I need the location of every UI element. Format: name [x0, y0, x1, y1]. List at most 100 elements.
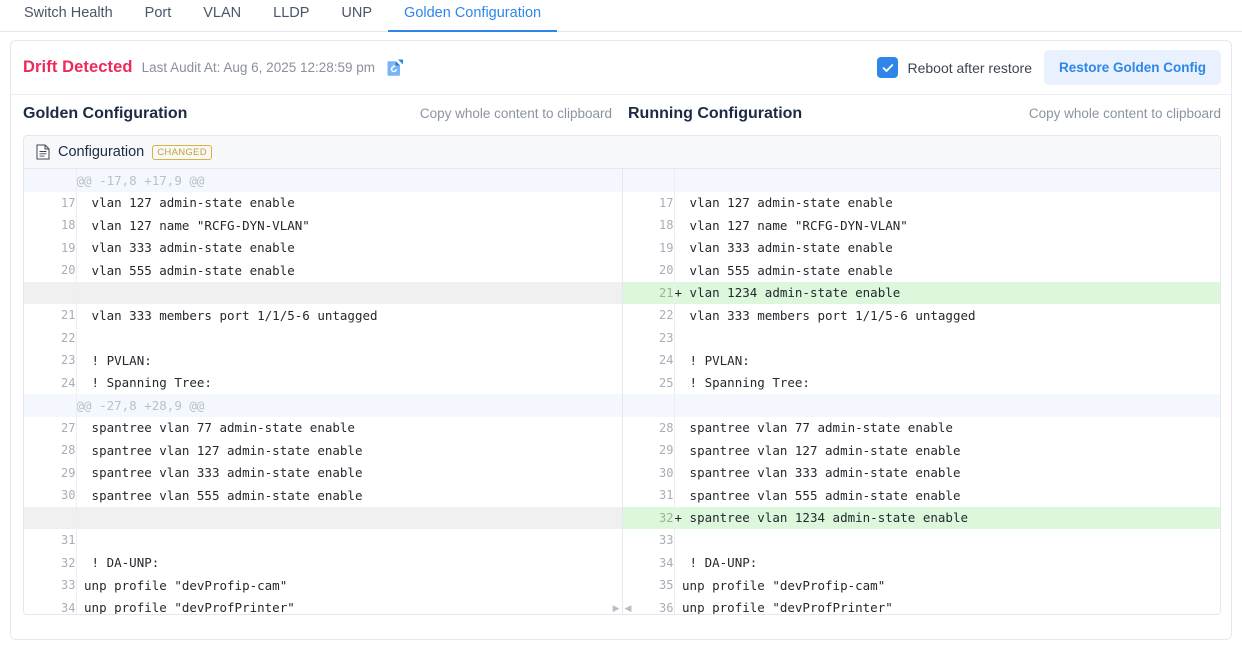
left-line-number: 32	[24, 551, 77, 574]
left-code-cell: spantree vlan 77 admin-state enable	[76, 416, 623, 439]
arrow-right-icon: ▶	[612, 603, 620, 613]
split-resize-handle[interactable]: ▶ ◀	[613, 604, 632, 613]
left-line-number	[24, 394, 77, 417]
left-code-cell	[76, 529, 623, 552]
left-line-number: 28	[24, 439, 77, 462]
left-code-cell: spantree vlan 333 admin-state enable	[76, 461, 623, 484]
left-code-cell: ! DA-UNP:	[76, 551, 623, 574]
right-code-cell: ! PVLAN:	[674, 349, 1220, 372]
right-line-number: 24	[621, 349, 675, 372]
diff-context-row: 34 unp profile "devProfPrinter"36 unp pr…	[24, 596, 1220, 614]
right-line-number: 22	[621, 304, 675, 327]
drift-detected-label: Drift Detected	[23, 58, 133, 76]
diff-hunk-header-row: @@ -17,8 +17,9 @@	[24, 169, 1220, 192]
left-line-number: 18	[24, 214, 77, 237]
right-line-number: 21	[621, 281, 675, 304]
reboot-after-restore-label: Reboot after restore	[907, 59, 1032, 76]
left-line-number: 33	[24, 574, 77, 597]
right-line-number	[621, 394, 675, 417]
diff-file-header: Configuration CHANGED	[24, 136, 1220, 169]
right-code-cell: vlan 333 admin-state enable	[674, 236, 1220, 259]
left-code-cell: ! PVLAN:	[76, 349, 623, 372]
drift-status-bar: Drift Detected Last Audit At: Aug 6, 202…	[11, 41, 1231, 95]
right-code-cell: + vlan 1234 admin-state enable	[674, 281, 1220, 304]
diff-scroll-region[interactable]: @@ -17,8 +17,9 @@17 vlan 127 admin-state…	[24, 169, 1220, 614]
right-line-number: 36	[621, 596, 675, 614]
tab-golden-configuration[interactable]: Golden Configuration	[388, 1, 558, 32]
golden-configuration-card: Drift Detected Last Audit At: Aug 6, 202…	[10, 40, 1232, 640]
left-code-cell	[76, 506, 623, 529]
right-code-cell: vlan 127 admin-state enable	[674, 191, 1220, 214]
right-line-number: 17	[621, 191, 675, 214]
tab-unp[interactable]: UNP	[341, 5, 373, 21]
tab-lldp[interactable]: LLDP	[273, 5, 310, 21]
running-config-title: Running Configuration	[628, 105, 803, 122]
right-code-cell: unp profile "devProfip-cam"	[674, 574, 1220, 597]
diff-viewer: Configuration CHANGED @@ -17,8 +17,9 @@1…	[23, 135, 1221, 615]
document-icon	[36, 144, 50, 160]
copy-running-config-link[interactable]: Copy whole content to clipboard	[1028, 106, 1221, 121]
diff-context-row: 32 ! DA-UNP:34 ! DA-UNP:	[24, 551, 1220, 574]
left-line-number: 21	[24, 304, 77, 327]
right-line-number: 31	[621, 484, 675, 507]
diff-context-row: 23 ! PVLAN:24 ! PVLAN:	[24, 349, 1220, 372]
right-code-cell	[674, 169, 1220, 192]
last-audit-text: Last Audit At: Aug 6, 2025 12:28:59 pm	[141, 60, 376, 75]
main-tabbar: Switch Health Port VLAN LLDP UNP Golden Confi…	[0, 0, 1242, 32]
left-code-cell: @@ -27,8 +28,9 @@	[76, 394, 623, 417]
right-code-cell: vlan 333 members port 1/1/5-6 untagged	[674, 304, 1220, 327]
running-config-title-group: Running Configuration Copy whole content…	[622, 105, 1221, 123]
left-code-cell	[76, 281, 623, 304]
arrow-left-icon: ◀	[624, 603, 632, 613]
diff-file-name: Configuration	[58, 144, 145, 160]
left-line-number	[24, 281, 77, 304]
right-line-number: 23	[621, 326, 675, 349]
left-code-cell: @@ -17,8 +17,9 @@	[76, 169, 623, 192]
right-line-number	[621, 169, 675, 192]
copy-golden-config-link[interactable]: Copy whole content to clipboard	[419, 106, 612, 121]
left-line-number: 22	[24, 326, 77, 349]
right-line-number: 34	[621, 551, 675, 574]
right-code-cell	[674, 394, 1220, 417]
right-line-number: 28	[621, 416, 675, 439]
left-line-number: 20	[24, 259, 77, 282]
left-code-cell: vlan 127 name "RCFG-DYN-VLAN"	[76, 214, 623, 237]
golden-config-title-group: Golden Configuration Copy whole content …	[23, 105, 622, 123]
right-code-cell: ! Spanning Tree:	[674, 371, 1220, 394]
tab-switch-health[interactable]: Switch Health	[24, 5, 113, 21]
left-code-cell: vlan 555 admin-state enable	[76, 259, 623, 282]
right-code-cell: vlan 555 admin-state enable	[674, 259, 1220, 282]
left-line-number: 29	[24, 461, 77, 484]
right-line-number: 18	[621, 214, 675, 237]
right-code-cell: ! DA-UNP:	[674, 551, 1220, 574]
left-line-number: 17	[24, 191, 77, 214]
tab-port[interactable]: Port	[144, 5, 172, 21]
panel-titles-row: Golden Configuration Copy whole content …	[11, 95, 1231, 133]
right-code-cell: spantree vlan 555 admin-state enable	[674, 484, 1220, 507]
check-icon	[882, 63, 894, 72]
left-code-cell: unp profile "devProfPrinter"	[76, 596, 623, 614]
tab-vlan[interactable]: VLAN	[203, 5, 242, 21]
left-code-cell: vlan 333 admin-state enable	[76, 236, 623, 259]
diff-table: @@ -17,8 +17,9 @@17 vlan 127 admin-state…	[24, 169, 1220, 614]
left-line-number: 30	[24, 484, 77, 507]
left-line-number	[24, 506, 77, 529]
diff-context-row: 21 vlan 333 members port 1/1/5-6 untagge…	[24, 304, 1220, 327]
left-code-cell: vlan 333 members port 1/1/5-6 untagged	[76, 304, 623, 327]
reboot-after-restore-checkbox[interactable]	[877, 57, 899, 78]
golden-config-title: Golden Configuration	[23, 105, 188, 122]
left-line-number: 23	[24, 349, 77, 372]
left-code-cell: spantree vlan 555 admin-state enable	[76, 484, 623, 507]
reboot-after-restore-group: Reboot after restore	[877, 57, 1032, 78]
left-line-number: 27	[24, 416, 77, 439]
right-line-number: 29	[621, 439, 675, 462]
file-refresh-icon[interactable]	[385, 58, 405, 78]
right-line-number: 30	[621, 461, 675, 484]
left-line-number: 34	[24, 596, 77, 614]
right-line-number: 35	[621, 574, 675, 597]
restore-golden-config-button[interactable]: Restore Golden Config	[1043, 50, 1221, 85]
